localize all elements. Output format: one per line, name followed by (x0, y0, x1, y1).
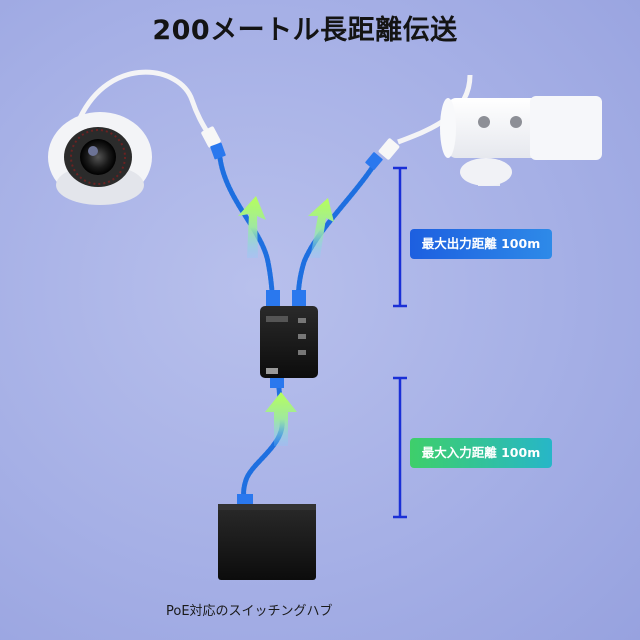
max-input-distance-badge: 最大入力距離 100m (410, 438, 552, 468)
arrow-up-input-icon (265, 392, 297, 446)
poe-switch-hub-icon (218, 504, 316, 580)
rj45-connector-bullet-icon (365, 138, 400, 170)
output-distance-bracket (393, 166, 407, 308)
poe-splitter-icon (260, 306, 318, 378)
max-output-distance-badge: 最大出力距離 100m (410, 229, 552, 259)
page-title: 200メートル長距離伝送 (152, 15, 458, 46)
ethernet-cable-right (295, 165, 375, 315)
dome-camera-icon (48, 112, 152, 205)
bullet-camera-icon (440, 96, 602, 186)
arrow-up-right-icon (308, 198, 334, 258)
dome-camera-cable (77, 69, 215, 142)
input-distance-bracket (393, 376, 407, 519)
rj45-connector-dome-icon (201, 126, 226, 160)
ethernet-cable-left (217, 155, 277, 315)
arrow-up-left-icon (238, 196, 266, 258)
switch-caption: PoE対応のスイッチングハブ (166, 604, 333, 619)
